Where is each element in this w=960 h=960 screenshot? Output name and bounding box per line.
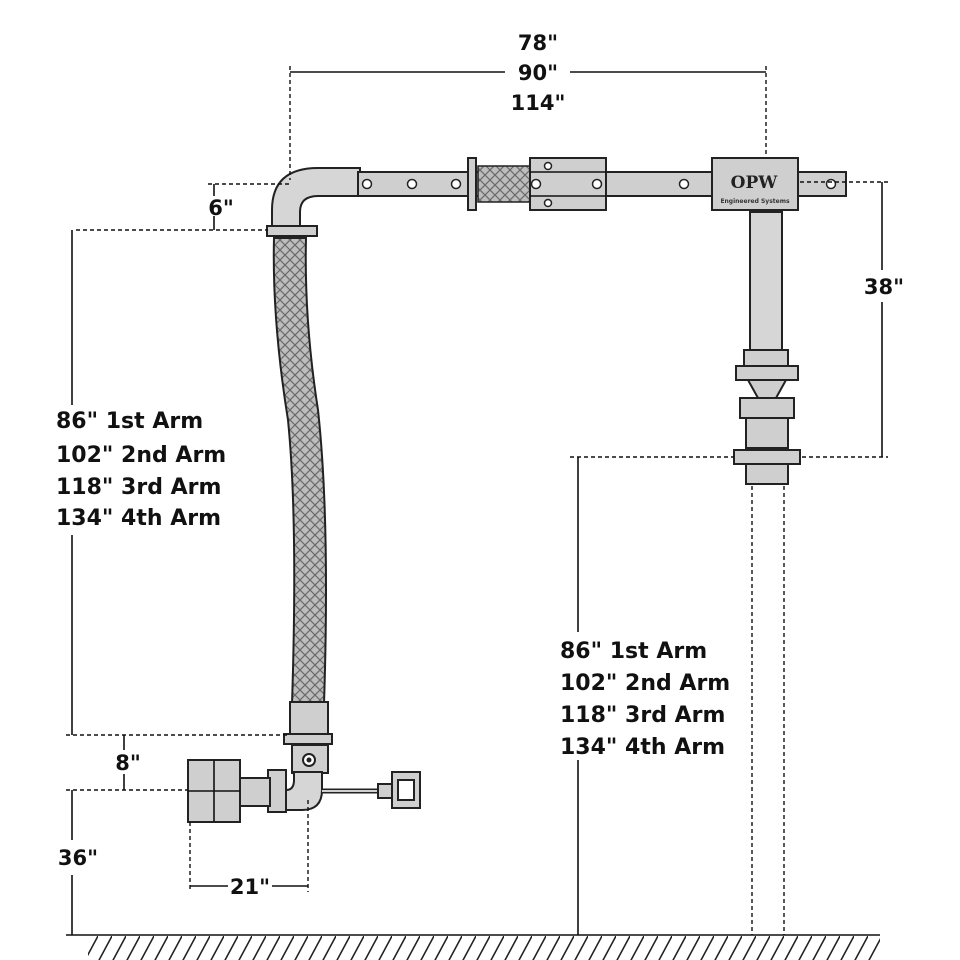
left-arm-3rd: 118" 3rd Arm: [56, 475, 221, 500]
top-span-114: 114": [511, 91, 566, 115]
left-arm-4th: 134" 4th Arm: [56, 506, 221, 531]
left-arm-1st: 86" 1st Arm: [56, 409, 203, 434]
opw-logo: OPW: [731, 173, 779, 193]
hose-ferrule: [289, 701, 329, 737]
left-top-flange: [266, 225, 318, 237]
left-hose-arm: [187, 225, 421, 823]
right-arm-3rd: 118" 3rd Arm: [560, 703, 725, 728]
braided-hose: [272, 237, 327, 705]
boom-collar: [467, 157, 477, 211]
handle-hub: [377, 783, 393, 799]
riser-base-flange: [733, 449, 801, 465]
riser-body: [745, 417, 789, 449]
lower-elbow: [285, 771, 323, 811]
top-span-78: 78": [518, 31, 558, 55]
right-arm-1st: 86" 1st Arm: [560, 639, 707, 664]
left-arm-2nd: 102" 2nd Arm: [56, 443, 226, 468]
d-handle: [391, 771, 421, 809]
right-riser: [733, 211, 801, 935]
opw-logo-subtext: Engineered Systems: [720, 198, 790, 205]
coupler-neck: [239, 777, 271, 807]
dimension-labels: 78" 90" 114" 6" 38" 86" 1st Arm 102" 2nd…: [56, 31, 904, 899]
riser-height-label: 38": [864, 275, 904, 299]
elbow-drop-label: 6": [208, 196, 234, 220]
swivel-offset-label: 8": [115, 751, 141, 775]
riser-taper: [746, 379, 788, 399]
boom-bolts: [361, 161, 837, 208]
coupler-height-label: 36": [58, 846, 98, 870]
dimension-lines: [66, 66, 888, 936]
riser-base: [745, 463, 789, 485]
horizontal-boom: OPW Engineered Systems: [271, 157, 847, 229]
riser-pipe: [749, 211, 783, 353]
opw-bracket: [711, 157, 799, 211]
riser-flange-upper: [735, 365, 799, 381]
boom-swivel-braid: [477, 165, 531, 203]
boom-elbow: [271, 167, 361, 229]
coupler-reach-label: 21": [230, 875, 270, 899]
top-span-90: 90": [518, 61, 558, 85]
right-arm-4th: 134" 4th Arm: [560, 735, 725, 760]
right-arm-2nd: 102" 2nd Arm: [560, 671, 730, 696]
ground: [88, 934, 880, 960]
hose-flange: [283, 733, 333, 745]
riser-swivel: [739, 397, 795, 419]
